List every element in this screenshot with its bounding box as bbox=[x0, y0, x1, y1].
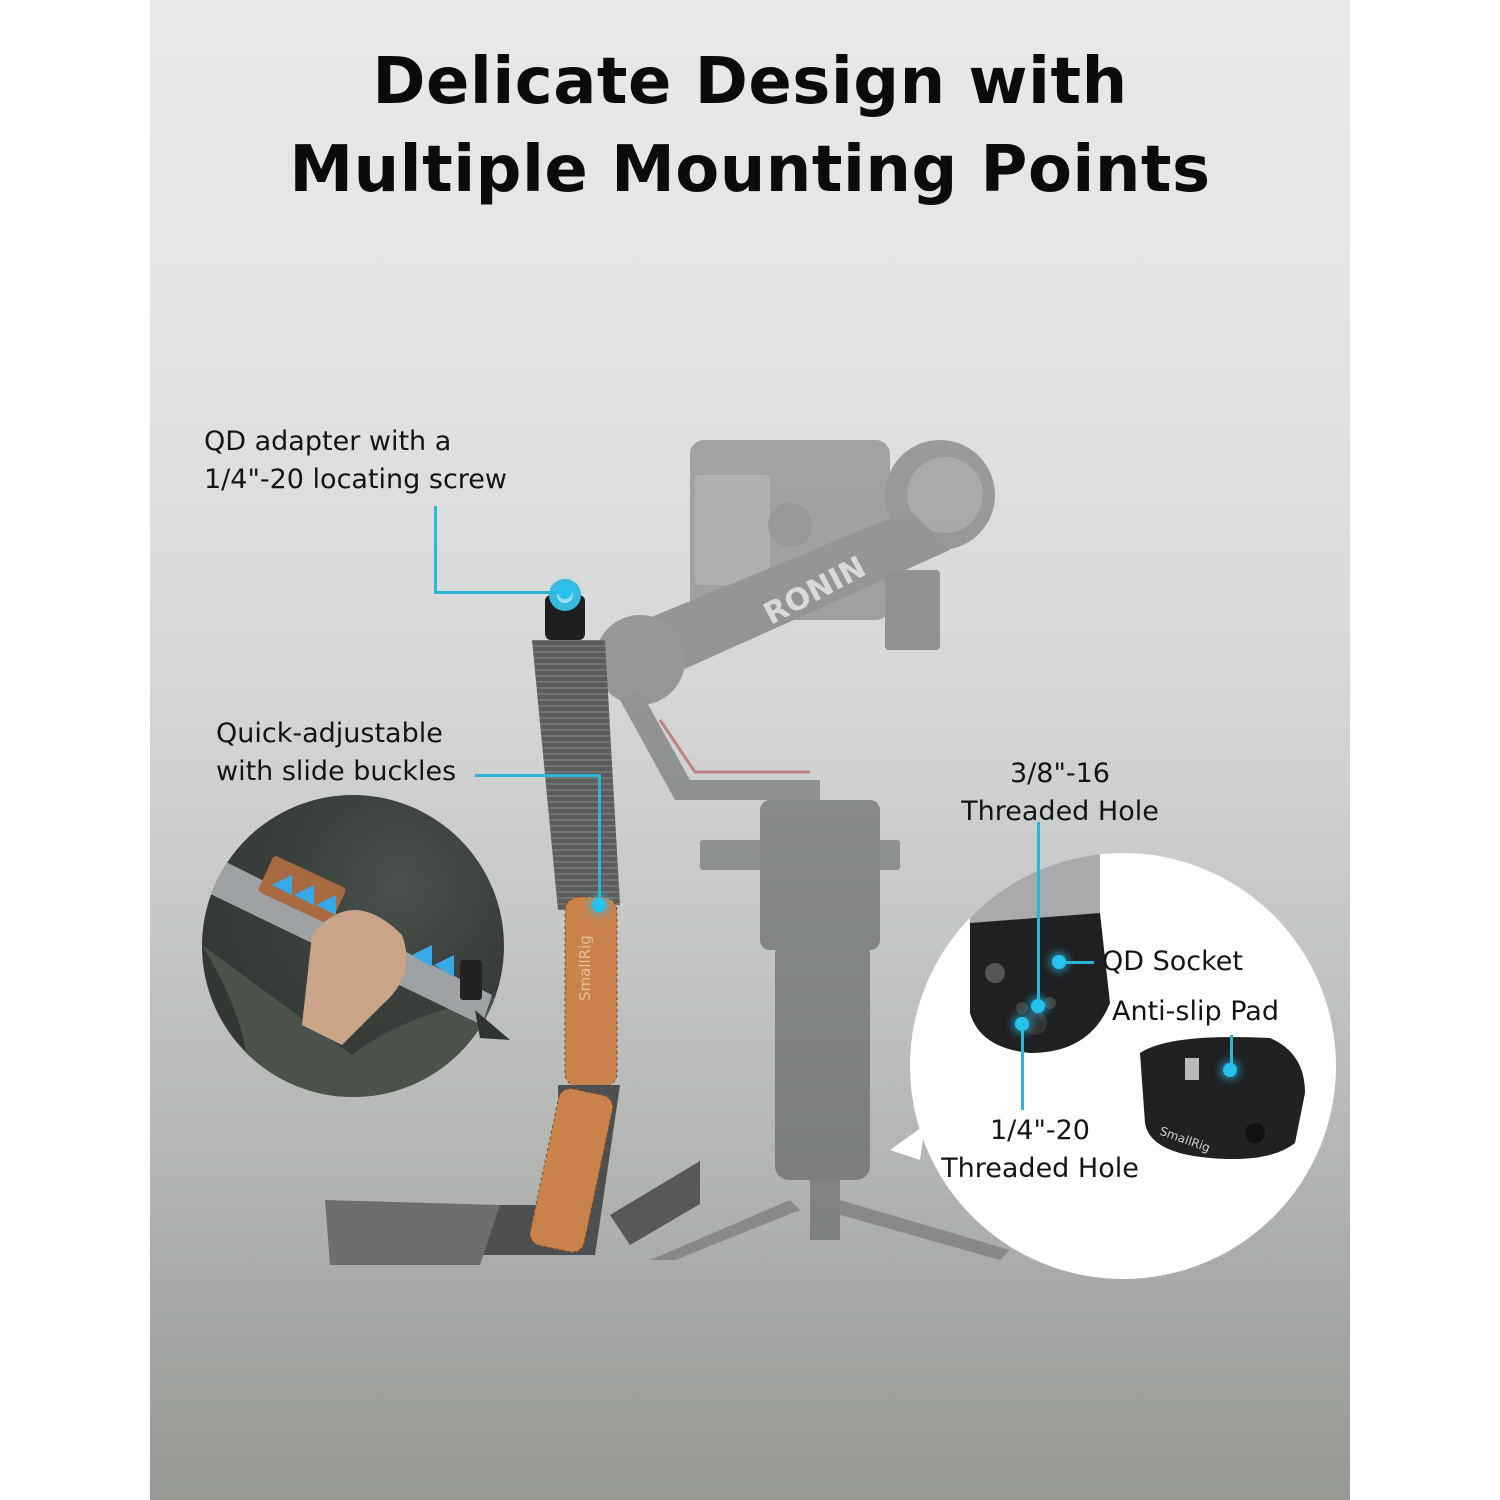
leader-anti-slip bbox=[1230, 1035, 1233, 1065]
hand-holding-strap-image bbox=[202, 855, 502, 1097]
label-qd-adapter: QD adapter with a 1/4"-20 locating screw bbox=[204, 426, 507, 495]
label-qd-socket: QD Socket bbox=[1102, 946, 1243, 977]
title-line-2: Multiple Mounting Points bbox=[289, 133, 1211, 207]
dot-qd-socket bbox=[1052, 955, 1066, 969]
dot-thread-14 bbox=[1015, 1017, 1029, 1031]
dot-qd-adapter bbox=[558, 585, 572, 599]
leader-quick-adjust-vertical bbox=[598, 774, 601, 904]
leader-thread-38 bbox=[1037, 822, 1040, 1004]
mount-detail-image: SmallRig bbox=[970, 853, 1305, 1159]
leader-quick-adjust-horizontal bbox=[475, 774, 600, 777]
usage-photo-circle bbox=[202, 795, 504, 1097]
leader-qd-adapter-horizontal bbox=[434, 591, 564, 594]
leader-qd-socket bbox=[1062, 961, 1094, 964]
speech-tail-right bbox=[890, 1125, 925, 1160]
strap-logo: SmallRig bbox=[576, 935, 594, 1001]
leader-thread-14 bbox=[1021, 1030, 1024, 1110]
label-thread-38: 3/8"-16 Threaded Hole bbox=[961, 758, 1159, 827]
speech-tail-left bbox=[475, 1010, 510, 1040]
label-thread-14: 1/4"-20 Threaded Hole bbox=[941, 1115, 1139, 1184]
dot-thread-38 bbox=[1031, 999, 1045, 1013]
page-title: Delicate Design with Multiple Mounting P… bbox=[150, 38, 1350, 214]
dot-anti-slip bbox=[1223, 1063, 1237, 1077]
gimbal-illustration: RONIN bbox=[595, 440, 1010, 1260]
product-panel: Delicate Design with Multiple Mounting P… bbox=[150, 0, 1350, 1500]
dot-quick-adjust bbox=[592, 898, 606, 912]
title-line-1: Delicate Design with bbox=[372, 45, 1128, 119]
mount-detail-circle: SmallRig bbox=[910, 853, 1336, 1279]
leader-qd-adapter-vertical bbox=[434, 506, 437, 594]
label-anti-slip: Anti-slip Pad bbox=[1112, 996, 1279, 1027]
label-quick-adjust: Quick-adjustable with slide buckles bbox=[216, 718, 457, 787]
